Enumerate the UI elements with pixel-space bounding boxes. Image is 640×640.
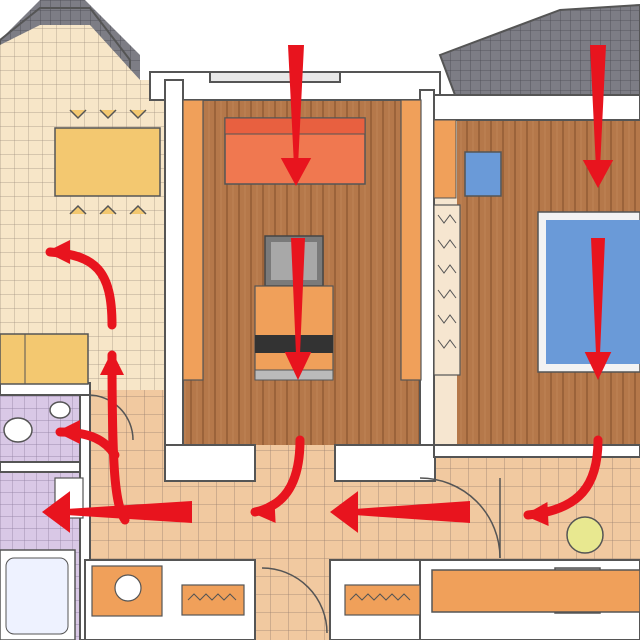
right-balcony-roof	[438, 3, 640, 96]
airflow-arrow-curve-living-head	[251, 499, 276, 523]
left-balcony-roof	[0, 0, 140, 80]
washbasin-icon	[3, 417, 33, 443]
armchair-icon	[464, 151, 502, 197]
bed-icon	[537, 211, 640, 373]
airflow-arrow-4	[584, 238, 612, 380]
bathtub-icon	[0, 549, 76, 640]
bedroom-dresser	[433, 119, 457, 199]
kitchen-counter	[0, 333, 89, 385]
hall-desk	[431, 569, 640, 613]
airflow-arrow-1	[280, 45, 312, 186]
airflow-arrow-curve-kitchen-up-head	[100, 351, 124, 375]
living-shelf-right	[400, 99, 422, 381]
airflow-arrow-5	[330, 491, 470, 533]
airflow-arrow-curve-kitchen-head	[46, 240, 70, 264]
doors	[87, 394, 501, 634]
round-bin	[91, 565, 163, 617]
shoe-rack-left	[181, 584, 245, 616]
airflow-arrows	[42, 45, 614, 533]
dining-table-icon	[54, 109, 161, 215]
shoe-rack-right	[344, 584, 421, 616]
airflow-arrow-2	[284, 238, 312, 380]
wardrobe-icon	[433, 204, 461, 376]
airflow-arrow-curve-kitchen-up	[107, 350, 130, 525]
airflow-arrow-curve-bedroom-head	[524, 502, 549, 526]
toilet-icon	[49, 401, 71, 419]
airflow-arrow-curve-bath-head	[56, 420, 80, 444]
airflow-arrow-3	[582, 45, 614, 188]
living-shelf-left	[182, 99, 204, 381]
